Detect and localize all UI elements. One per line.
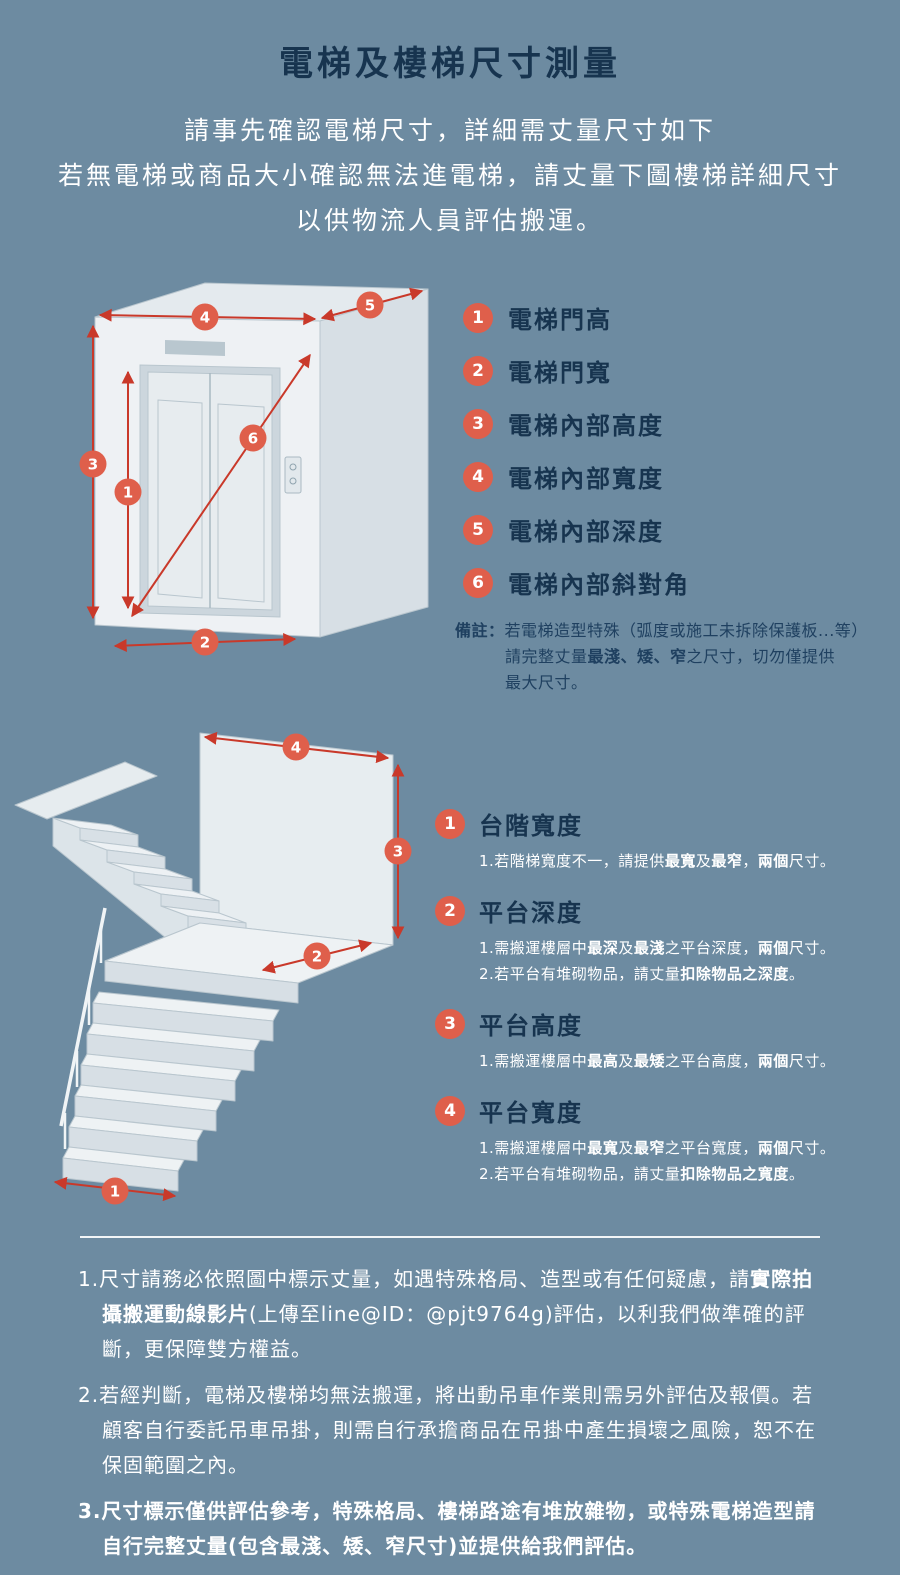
elevator-diagram: 1 2 3 4 5 <box>70 280 460 672</box>
number-badge: 3 <box>435 1008 465 1039</box>
divider-line <box>80 1236 820 1238</box>
legend-title: 平台深度 <box>479 899 583 927</box>
intro-paragraph: 請事先確認電梯尺寸，詳細需丈量尺寸如下 若無電梯或商品大小確認無法進電梯，請丈量… <box>0 108 900 243</box>
elevator-control-panel <box>284 456 302 494</box>
measure-badge-platform-width: 4 <box>282 733 310 761</box>
intro-line-2: 若無電梯或商品大小確認無法進電梯，請丈量下圖樓梯詳細尺寸 <box>57 161 842 190</box>
legend-item-elevator-inner-width: 4 電梯內部寬度 <box>463 459 895 494</box>
measure-badge-1: 1 <box>114 478 142 506</box>
measure-badge-4: 4 <box>191 303 219 331</box>
stairs-diagram: 1 2 3 4 <box>5 708 435 1218</box>
intro-line-1: 請事先確認電梯尺寸，詳細需丈量尺寸如下 <box>183 116 716 145</box>
legend-item-elevator-diagonal: 6 電梯內部斜對角 <box>463 565 895 600</box>
legend-item-platform-height: 3 平台高度 1.需搬運樓層中最高及最矮之平台高度，兩個尺寸。 <box>435 1006 893 1074</box>
footer-note-2: 2.若經判斷，電梯及樓梯均無法搬運，將出動吊車作業則需另外評估及報價。若顧客自行… <box>78 1383 816 1477</box>
number-badge: 6 <box>463 567 493 598</box>
svg-text:2: 2 <box>200 634 210 652</box>
back-wall <box>199 732 394 946</box>
handrail <box>59 907 107 1149</box>
elevator-note-line-2: 請完整丈量最淺、矮、窄之尺寸，切勿僅提供 <box>505 647 836 666</box>
legend-item-elevator-door-width: 2 電梯門寬 <box>463 353 895 388</box>
legend-detail: 1.需搬運樓層中最高及最矮之平台高度，兩個尺寸。 <box>479 1052 836 1070</box>
number-badge: 3 <box>463 408 493 439</box>
legend-label: 電梯內部深度 <box>508 518 664 546</box>
footer-note-1: 1.尺寸請務必依照圖中標示丈量，如遇特殊格局、造型或有任何疑慮，請實際拍攝搬運動… <box>78 1267 814 1361</box>
legend-label: 電梯門寬 <box>508 359 612 387</box>
legend-label: 電梯內部高度 <box>508 412 664 440</box>
number-badge: 1 <box>435 808 465 839</box>
svg-text:2: 2 <box>312 948 322 966</box>
svg-text:1: 1 <box>123 484 133 502</box>
number-badge: 5 <box>463 514 493 545</box>
legend-title: 平台高度 <box>479 1012 583 1040</box>
number-badge: 2 <box>463 355 493 386</box>
note-text: 若電梯造型特殊（弧度或施工未拆除保護板...等） <box>504 621 868 640</box>
upper-slab <box>14 761 158 820</box>
measure-badge-2: 2 <box>191 628 219 656</box>
legend-item-elevator-inner-depth: 5 電梯內部深度 <box>463 512 895 547</box>
svg-text:4: 4 <box>291 739 301 757</box>
legend-detail: 1.需搬運樓層中最深及最淺之平台深度，兩個尺寸。 <box>479 939 836 957</box>
legend-title: 台階寬度 <box>479 812 583 840</box>
measure-line-diagonal <box>131 353 311 618</box>
legend-item-platform-width: 4 平台寬度 1.需搬運樓層中最寬及最窄之平台寬度，兩個尺寸。 2.若平台有堆砌… <box>435 1093 893 1187</box>
measure-badge-platform-height: 3 <box>384 837 412 865</box>
elevator-note-line-3: 最大尺寸。 <box>505 673 588 692</box>
stairs-illustration: 1 2 3 4 <box>14 731 412 1205</box>
measure-badge-5: 5 <box>356 291 384 319</box>
svg-text:3: 3 <box>393 843 403 861</box>
legend-detail: 2.若平台有堆砌物品，請丈量扣除物品之寬度。 <box>479 1165 805 1183</box>
number-badge: 2 <box>435 895 465 926</box>
legend-detail: 1.若階梯寬度不一，請提供最寬及最窄，兩個尺寸。 <box>479 852 836 870</box>
legend-detail: 1.需搬運樓層中最寬及最窄之平台寬度，兩個尺寸。 <box>479 1139 836 1157</box>
svg-text:6: 6 <box>248 430 258 448</box>
legend-item-elevator-inner-height: 3 電梯內部高度 <box>463 406 895 441</box>
footer-note-3: 3.尺寸標示僅供評估參考，特殊格局、樓梯路途有堆放雜物，或特殊電梯造型請自行完整… <box>78 1499 816 1558</box>
number-badge: 1 <box>463 302 493 333</box>
elevator-note: 備註：若電梯造型特殊（弧度或施工未拆除保護板...等） 請完整丈量最淺、矮、窄之… <box>455 618 895 696</box>
elevator-note-line-1: 備註：若電梯造型特殊（弧度或施工未拆除保護板...等） <box>455 618 895 644</box>
footer-notes: 1.尺寸請務必依照圖中標示丈量，如遇特殊格局、造型或有任何疑慮，請實際拍攝搬運動… <box>78 1262 832 1575</box>
elevator-display-slot <box>165 340 225 356</box>
measure-badge-step-width: 1 <box>101 1177 129 1205</box>
svg-text:3: 3 <box>88 456 98 474</box>
legend-label: 電梯內部斜對角 <box>508 571 690 599</box>
measure-badge-3: 3 <box>79 450 107 478</box>
svg-text:1: 1 <box>110 1183 120 1201</box>
stairs-legend: 1 台階寬度 1.若階梯寬度不一，請提供最寬及最窄，兩個尺寸。 2 平台深度 1… <box>435 806 893 1206</box>
stairs-measure-badges: 1 2 3 4 <box>101 733 412 1205</box>
elevator-door <box>139 364 281 618</box>
legend-detail: 2.若平台有堆砌物品，請丈量扣除物品之深度。 <box>479 965 805 983</box>
legend-title: 平台寬度 <box>479 1099 583 1127</box>
legend-item-step-width: 1 台階寬度 1.若階梯寬度不一，請提供最寬及最窄，兩個尺寸。 <box>435 806 893 874</box>
page-title: 電梯及樓梯尺寸測量 <box>279 44 621 84</box>
number-badge: 4 <box>463 461 493 492</box>
elevator-illustration: 1 2 3 4 5 <box>79 282 429 656</box>
note-prefix: 備註： <box>455 621 505 640</box>
elevator-legend: 1 電梯門高 2 電梯門寬 3 電梯內部高度 4 電梯內部寬度 5 電梯內部深度… <box>455 300 895 696</box>
svg-text:4: 4 <box>200 309 210 327</box>
measure-badge-platform-depth: 2 <box>303 942 331 970</box>
legend-item-elevator-door-height: 1 電梯門高 <box>463 300 895 335</box>
landing-front-face <box>104 960 299 1004</box>
legend-item-platform-depth: 2 平台深度 1.需搬運樓層中最深及最淺之平台深度，兩個尺寸。 2.若平台有堆砌… <box>435 893 893 987</box>
legend-label: 電梯內部寬度 <box>508 465 664 493</box>
number-badge: 4 <box>435 1095 465 1126</box>
elevator-measure-badges: 1 2 3 4 5 <box>79 291 384 656</box>
legend-label: 電梯門高 <box>508 306 612 334</box>
measure-badge-6: 6 <box>239 424 267 452</box>
svg-text:5: 5 <box>365 297 375 315</box>
intro-line-3: 以供物流人員評估搬運。 <box>295 206 604 235</box>
stairs-structure <box>14 732 394 1192</box>
